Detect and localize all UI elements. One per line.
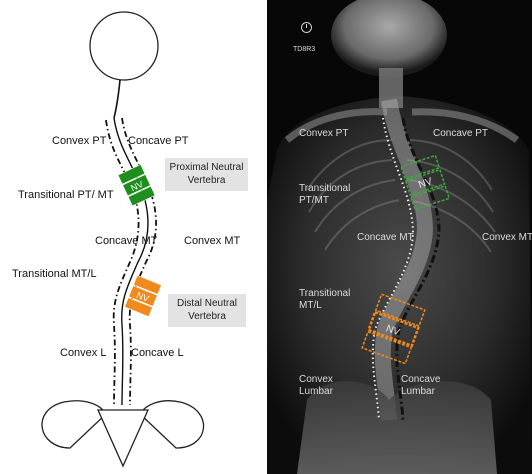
pelvis-right [140,401,204,448]
head-circle [90,12,158,80]
corner-text: TD8R3 [293,44,315,56]
proximal-box-line2: Vertebra [165,174,248,187]
label-convex-mt: Convex MT [184,235,240,247]
xray-panel: NV NV TD8R3 Convex PT Concave PT Transit… [267,0,532,474]
distal-box-line2: Vertebra [168,310,246,323]
clock-icon [301,22,312,33]
xray-concave-line1: Concave [401,374,440,386]
xray-label-convex-lumbar: Convex Lumbar [299,374,333,398]
xray-convex-line2: Lumbar [299,386,333,398]
xray-concave-line2: Lumbar [401,386,440,398]
xray-convex-line1: Convex [299,374,333,386]
distal-neutral-box: Distal Neutral Vertebra [168,294,246,327]
xray-label-transitional-pt: Transitional PT/MT [299,183,350,207]
xray-transitional-mt-line1: Transitional [299,288,350,300]
distal-box-line1: Distal Neutral [168,297,246,310]
xray-transitional-pt-line1: Transitional [299,183,350,195]
xray-transitional-pt-line2: PT/MT [299,195,350,207]
xray-label-convex-mt: Convex MT [482,232,532,244]
label-convex-pt: Convex PT [52,135,106,147]
xray-label-transitional-mt: Transitional MT/L [299,288,350,312]
label-convex-l: Convex L [60,347,106,359]
xray-label-concave-lumbar: Concave Lumbar [401,374,440,398]
proximal-neutral-box: Proximal Neutral Vertebra [165,158,248,191]
pelvis-left [42,401,106,448]
xray-label-convex-pt: Convex PT [299,128,348,140]
sacrum [98,410,148,466]
xray-label-concave-mt: Concave MT [357,232,414,244]
label-transitional-mt-l: Transitional MT/L [12,268,97,280]
proximal-box-line1: Proximal Neutral [165,161,248,174]
label-transitional-pt-mt: Transitional PT/ MT [18,189,114,201]
xray-transitional-mt-line2: MT/L [299,300,350,312]
xray-label-concave-pt: Concave PT [433,128,488,140]
label-concave-l: Concave L [131,347,184,359]
label-concave-pt: Concave PT [128,135,189,147]
label-concave-mt: Concave MT [95,235,157,247]
neck-line [114,80,120,118]
proximal-vertebrae: NV [118,165,155,206]
